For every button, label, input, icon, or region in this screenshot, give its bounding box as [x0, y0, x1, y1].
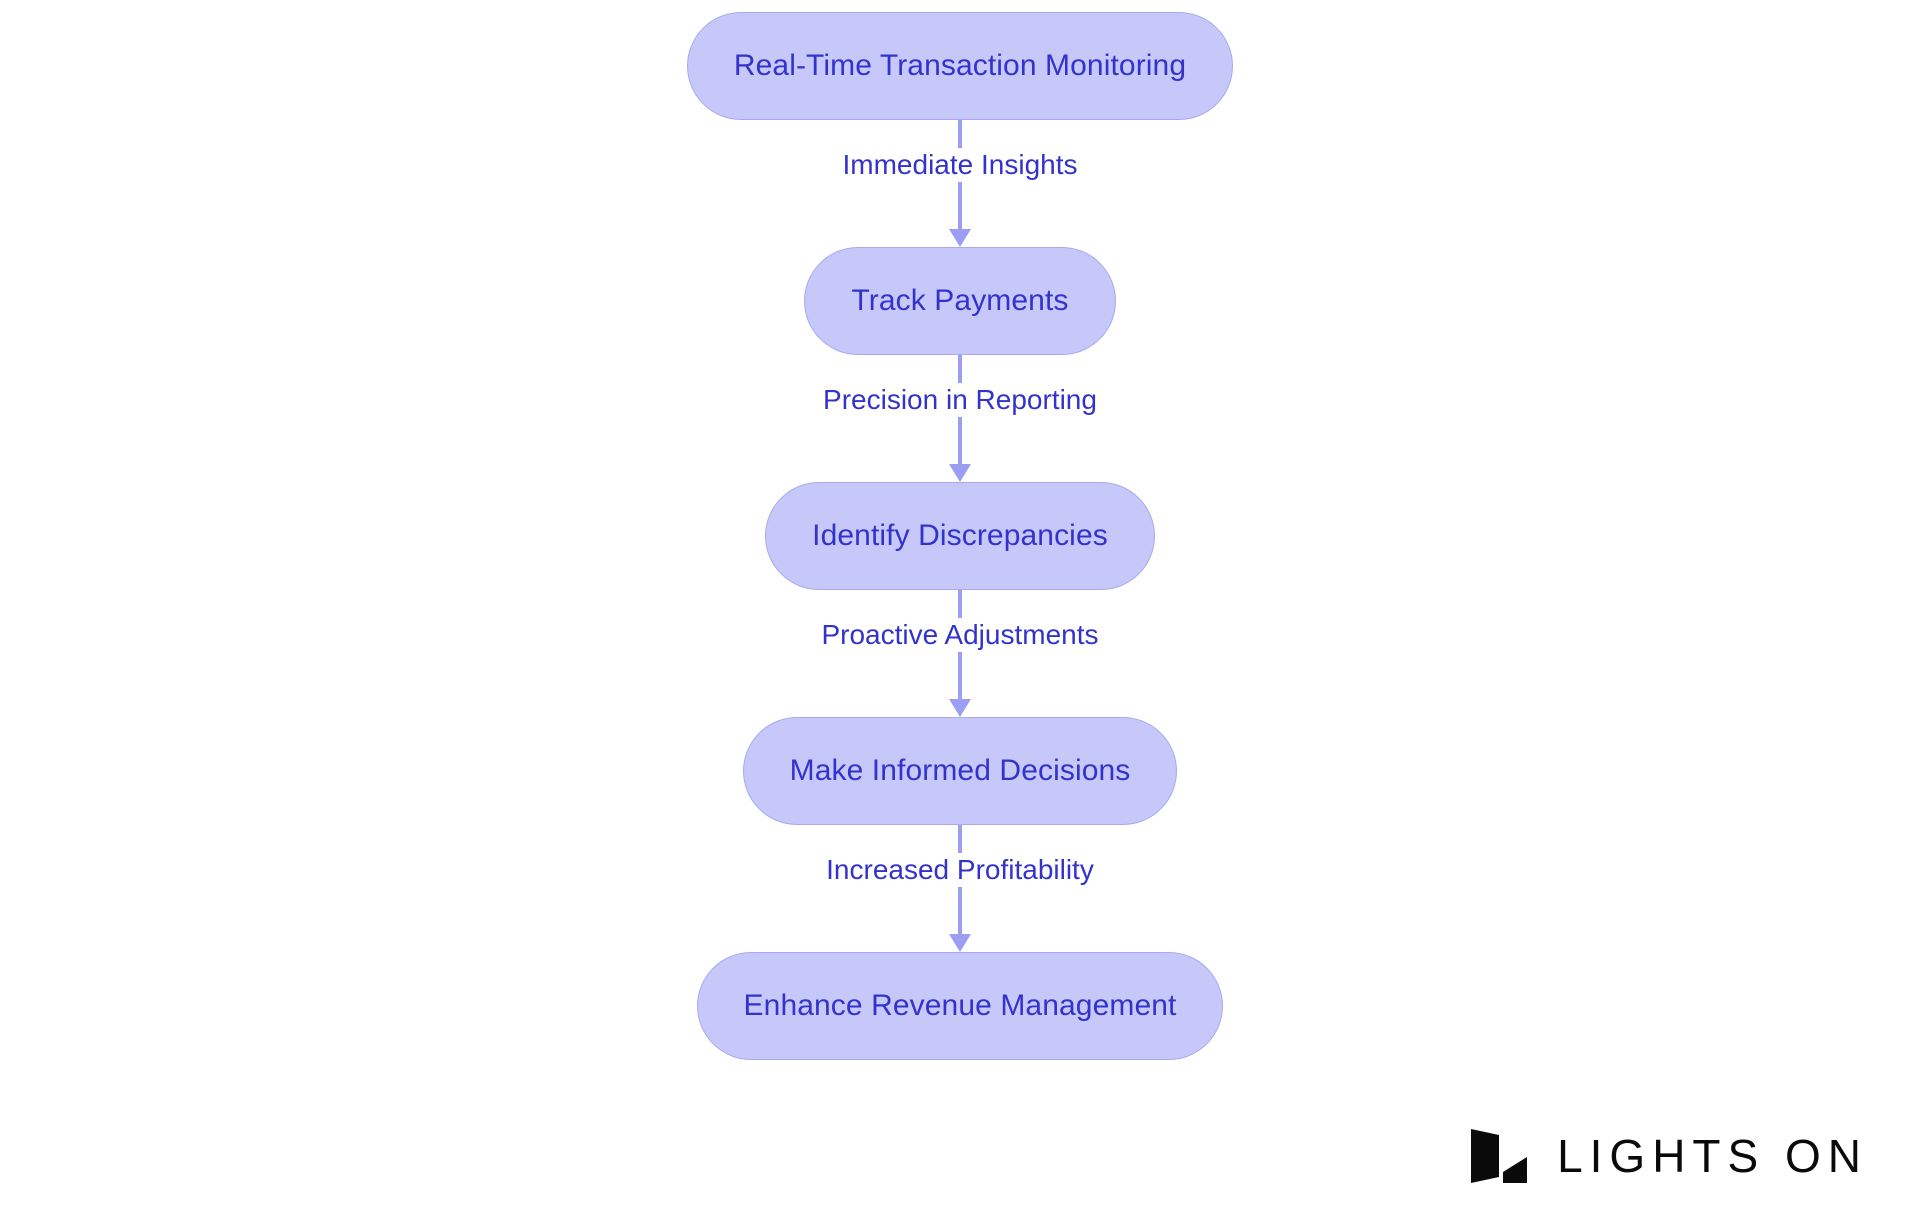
flow-node-label: Enhance Revenue Management	[743, 989, 1177, 1022]
arrow-head-icon	[949, 229, 971, 247]
arrow-head-icon	[949, 934, 971, 952]
flow-node-make-informed-decisions[interactable]: Make Informed Decisions	[742, 717, 1178, 825]
brand-logo: LIGHTS ON	[1469, 1125, 1868, 1187]
flow-node-label: Identify Discrepancies	[812, 519, 1108, 552]
flow-edge-label: Proactive Adjustments	[815, 618, 1105, 652]
flow-edge-precision-in-reporting: Precision in Reporting	[750, 355, 1170, 482]
flow-edge-label: Precision in Reporting	[817, 383, 1103, 417]
arrow-head-icon	[949, 699, 971, 717]
flow-edge-label: Immediate Insights	[836, 148, 1084, 182]
lights-on-mark-icon	[1471, 1129, 1528, 1183]
brand-logo-text: LIGHTS ON	[1557, 1130, 1868, 1182]
flow-node-label: Real-Time Transaction Monitoring	[733, 49, 1187, 82]
flow-node-enhance-revenue-management[interactable]: Enhance Revenue Management	[696, 952, 1224, 1060]
flow-node-real-time-transaction-monitoring[interactable]: Real-Time Transaction Monitoring	[686, 12, 1234, 120]
flow-edge-increased-profitability: Increased Profitability	[750, 825, 1170, 952]
flow-node-track-payments[interactable]: Track Payments	[804, 247, 1116, 355]
flowchart-container: Real-Time Transaction Monitoring Immedia…	[686, 12, 1234, 1060]
flow-node-identify-discrepancies[interactable]: Identify Discrepancies	[765, 482, 1155, 590]
flow-node-label: Make Informed Decisions	[789, 754, 1131, 787]
flow-node-label: Track Payments	[851, 284, 1069, 317]
flow-edge-immediate-insights: Immediate Insights	[750, 120, 1170, 247]
flow-edge-proactive-adjustments: Proactive Adjustments	[750, 590, 1170, 717]
arrow-head-icon	[949, 464, 971, 482]
flow-edge-label: Increased Profitability	[820, 853, 1100, 887]
